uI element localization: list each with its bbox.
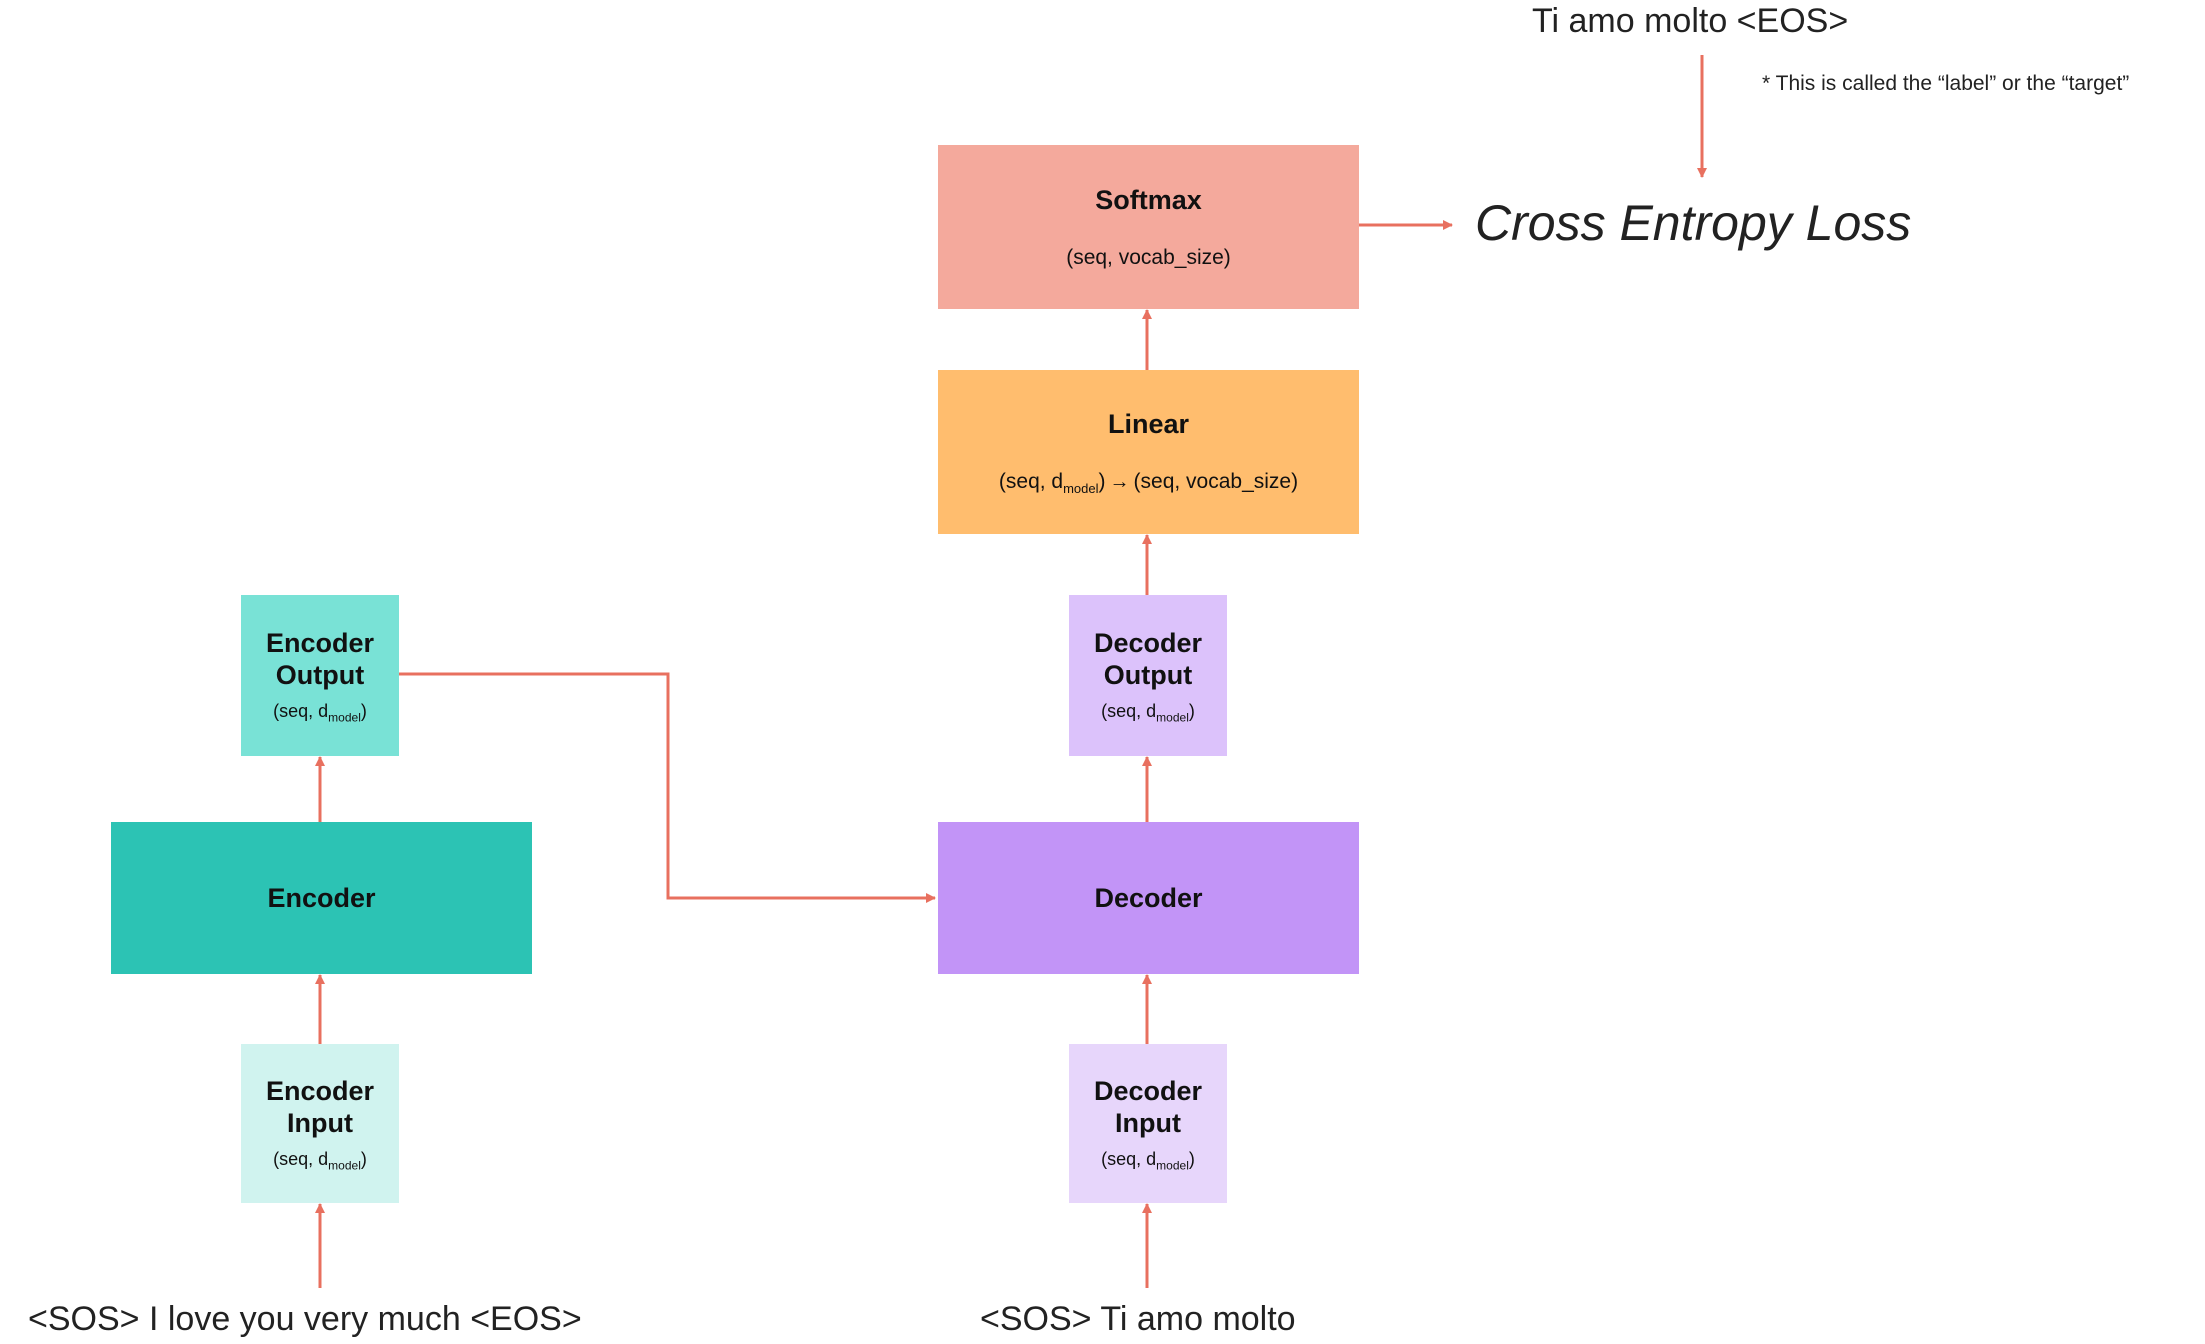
decoder-output-shape: (seq, dmodel)	[1101, 701, 1195, 725]
encoder-output-shape: (seq, dmodel)	[273, 701, 367, 725]
target-text: Ti amo molto <EOS>	[1532, 2, 1849, 40]
decoder-output-shape-post: )	[1188, 700, 1195, 721]
encoder-output-shape-pre: (seq, d	[273, 700, 329, 721]
softmax-block: Softmax (seq, vocab_size)	[938, 145, 1359, 309]
linear-shape-sub: model	[1063, 481, 1099, 497]
decoder-input-title-line1: Decoder	[1093, 1075, 1203, 1106]
encoder-input-title-line1: Encoder	[265, 1075, 375, 1106]
linear-title: Linear	[1107, 408, 1190, 439]
softmax-shape: (seq, vocab_size)	[1066, 246, 1231, 269]
linear-shape-mid: )	[1098, 469, 1106, 493]
decoder-source-text: <SOS> Ti amo molto	[980, 1300, 1296, 1338]
decoder-block: Decoder	[938, 822, 1359, 974]
decoder-output-title-line1: Decoder	[1093, 627, 1203, 658]
linear-block: Linear (seq, dmodel)→(seq, vocab_size)	[938, 370, 1359, 534]
encoder-input-title-line2: Input	[287, 1107, 353, 1138]
target-note: * This is called the “label” or the “tar…	[1762, 72, 2130, 95]
decoder-input-shape-sub: model	[1156, 1158, 1189, 1173]
decoder-output-shape-pre: (seq, d	[1101, 700, 1157, 721]
linear-shape: (seq, dmodel)→(seq, vocab_size)	[999, 470, 1298, 496]
encoder-source-text: <SOS> I love you very much <EOS>	[28, 1300, 582, 1338]
decoder-input-shape: (seq, dmodel)	[1101, 1149, 1195, 1173]
decoder-output-block: Decoder Output (seq, dmodel)	[1069, 595, 1227, 756]
arrow-encoder-output-to-decoder	[399, 672, 936, 903]
encoder-output-shape-sub: model	[328, 710, 361, 725]
linear-shape-pre: (seq, d	[998, 469, 1064, 493]
encoder-output-block: Encoder Output (seq, dmodel)	[241, 595, 399, 756]
decoder-input-shape-pre: (seq, d	[1101, 1148, 1157, 1169]
encoder-block: Encoder	[111, 822, 532, 974]
encoder-output-shape-post: )	[360, 700, 367, 721]
encoder-input-shape-pre: (seq, d	[273, 1148, 329, 1169]
encoder-output-title-line2: Output	[275, 659, 365, 690]
encoder-output-title-line1: Encoder	[265, 627, 375, 658]
softmax-title: Softmax	[1095, 185, 1202, 215]
decoder-input-shape-post: )	[1188, 1148, 1195, 1169]
decoder-input-block: Decoder Input (seq, dmodel)	[1069, 1044, 1227, 1203]
decoder-output-shape-sub: model	[1156, 710, 1189, 725]
encoder-input-shape-post: )	[360, 1148, 367, 1169]
decoder-output-title-line2: Output	[1103, 659, 1193, 690]
cross-entropy-loss-label: Cross Entropy Loss	[1475, 195, 1912, 251]
encoder-input-shape-sub: model	[328, 1158, 361, 1173]
encoder-input-shape: (seq, dmodel)	[273, 1149, 367, 1173]
encoder-input-block: Encoder Input (seq, dmodel)	[241, 1044, 399, 1203]
encoder-title: Encoder	[267, 883, 376, 913]
linear-shape-post: (seq, vocab_size)	[1133, 469, 1299, 493]
decoder-input-title-line2: Input	[1115, 1107, 1181, 1138]
right-arrow-icon: →	[1109, 470, 1130, 493]
decoder-title: Decoder	[1094, 883, 1203, 913]
